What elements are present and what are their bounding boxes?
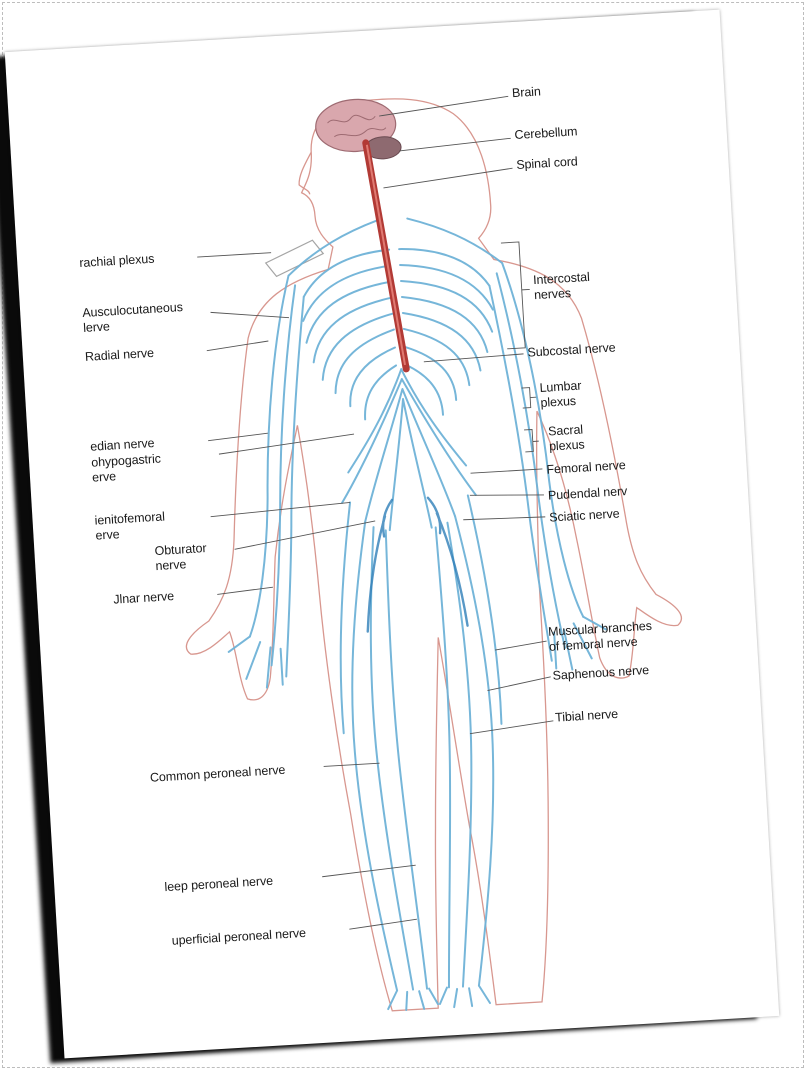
label-genitofemoral: ienitofemoral erve — [94, 509, 166, 543]
label-sacral-plexus: Sacral plexus — [548, 422, 585, 454]
label-brain: Brain — [512, 84, 542, 101]
label-lumbar-line2: plexus — [540, 393, 583, 410]
label-sacral-line2: plexus — [549, 437, 585, 454]
label-obturator: Obturator nerve — [154, 541, 208, 574]
label-obturator-line1: Obturator — [154, 541, 207, 559]
label-obturator-line2: nerve — [155, 556, 208, 574]
label-lumbar-plexus: Lumbar plexus — [539, 379, 583, 411]
label-musculocutaneous: Ausculocutaneous lerve — [82, 300, 184, 336]
major-nerves — [360, 496, 468, 632]
label-iliohypogastric: ohypogastric erve — [91, 452, 162, 486]
label-intercostal: Intercostal nerves — [533, 270, 591, 303]
diagram-sheet: Brain Cerebellum Spinal cord rachial ple… — [5, 10, 780, 1059]
label-muscular-branches: Muscular branches of femoral nerve — [548, 619, 654, 655]
peripheral-nerves — [204, 208, 628, 1019]
